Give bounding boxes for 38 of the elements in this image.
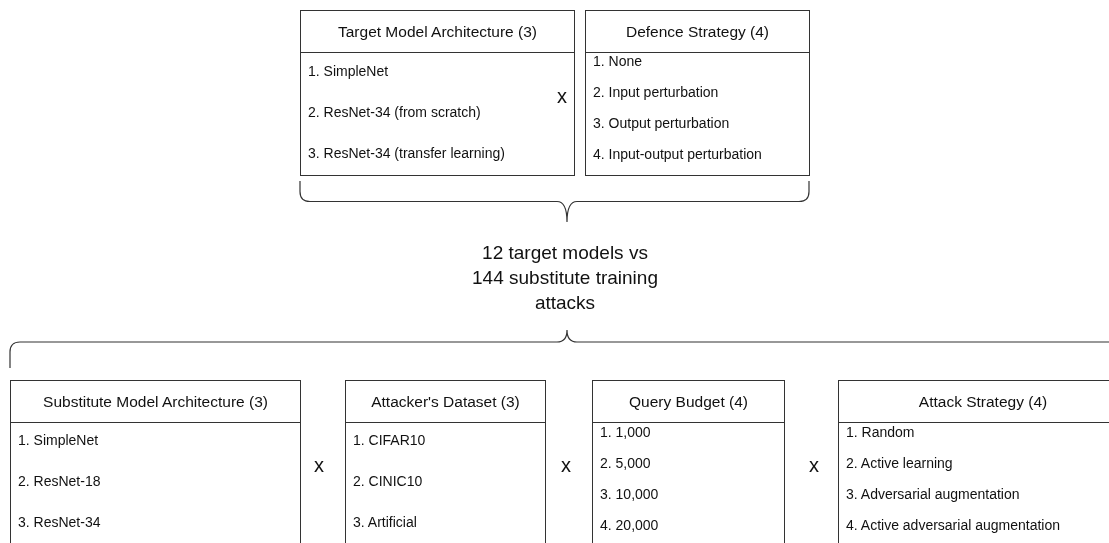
list-item: 2. ResNet-34 (from scratch)	[308, 104, 481, 120]
multiply-sign: x	[557, 85, 567, 108]
list-item: 3. 10,000	[600, 486, 659, 502]
list-item: 4. Input-output perturbation	[593, 146, 762, 162]
list-item: 1. None	[593, 53, 643, 69]
list-item: 2. ResNet-18	[18, 473, 101, 489]
list-item: 4. 20,000	[600, 517, 659, 533]
multiply-sign: x	[314, 454, 324, 477]
category-box	[585, 10, 810, 176]
box-heading: Defence Strategy (4)	[586, 11, 809, 53]
box-heading: Target Model Architecture (3)	[301, 11, 574, 53]
category-box	[10, 380, 301, 543]
multiply-sign: x	[809, 454, 819, 477]
category-box	[300, 10, 575, 176]
list-item: 4. Active adversarial augmentation	[846, 517, 1060, 533]
list-item: 1. 1,000	[600, 424, 651, 440]
summary-text: 12 target models vs 144 substitute training attacks	[471, 241, 659, 315]
box-heading: Substitute Model Architecture (3)	[11, 381, 300, 423]
box-heading: Query Budget (4)	[593, 381, 784, 423]
list-item: 2. 5,000	[600, 455, 651, 471]
category-box	[592, 380, 785, 543]
box-heading: Attacker's Dataset (3)	[346, 381, 545, 423]
box-heading: Attack Strategy (4)	[839, 381, 1109, 423]
list-item: 1. CIFAR10	[353, 432, 426, 448]
list-item: 3. Adversarial augmentation	[846, 486, 1020, 502]
list-item: 1. SimpleNet	[18, 432, 99, 448]
list-item: 3. Output perturbation	[593, 115, 730, 131]
list-item: 2. Active learning	[846, 455, 953, 471]
list-item: 2. Input perturbation	[593, 84, 719, 100]
list-item: 3. ResNet-34	[18, 514, 101, 530]
category-box	[838, 380, 1109, 543]
multiply-sign: x	[561, 454, 571, 477]
list-item: 2. CINIC10	[353, 473, 423, 489]
list-item: 3. ResNet-34 (transfer learning)	[308, 145, 505, 161]
list-item: 3. Artificial	[353, 514, 417, 530]
list-item: 1. SimpleNet	[308, 63, 389, 79]
list-item: 1. Random	[846, 424, 915, 440]
category-box	[345, 380, 546, 543]
